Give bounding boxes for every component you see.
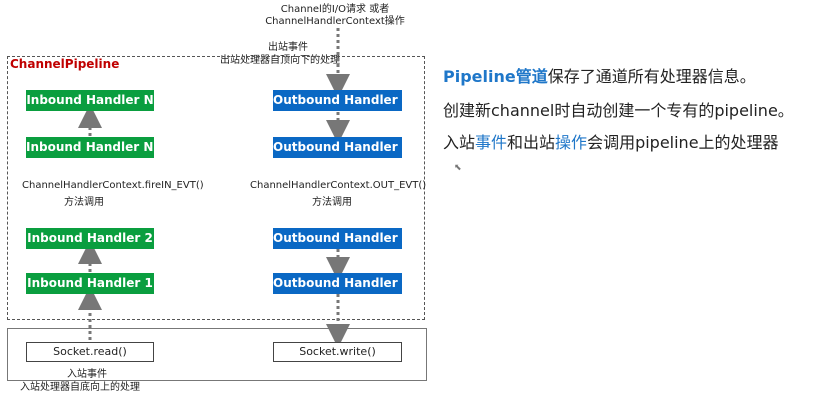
socket-read-box: Socket.read()	[26, 342, 154, 362]
description-line-3: 入站事件和出站操作会调用pipeline上的处理器	[443, 129, 779, 153]
outbound-handler-2: Outbound Handler 2	[273, 137, 410, 158]
inbound-handler-n: Inbound Handler N	[26, 90, 154, 111]
description-line-1-rest: 保存了通道所有处理器信息。	[547, 67, 756, 86]
desc3-e: 会调用pipeline上的处理器	[587, 133, 779, 152]
io-request-line1: Channel的I/O请求 或者	[280, 4, 390, 15]
socket-frame	[7, 328, 427, 381]
outbound-event-label: 出站事件	[268, 42, 308, 53]
inbound-processing-label: 入站处理器自底向上的处理	[20, 382, 140, 393]
outbound-processing-label: 出站处理器自顶向下的处理	[220, 55, 340, 66]
outbound-handler-1: Outbound Handler 1	[273, 90, 410, 111]
inbound-call-method: ChannelHandlerContext.fireIN_EVT()	[22, 180, 204, 191]
channel-pipeline-label: ChannelPipeline	[10, 57, 120, 71]
outbound-handler-n-lower: Outbound Handler N	[273, 273, 412, 294]
cursor-icon: ⬉	[454, 163, 462, 173]
description-line-1: Pipeline管道保存了通道所有处理器信息。	[443, 63, 756, 87]
outbound-handler-n-upper: Outbound Handler N	[273, 228, 412, 249]
desc3-event: 事件	[475, 133, 508, 152]
desc3-c: 和出站	[507, 133, 556, 152]
desc3-operation: 操作	[555, 133, 588, 152]
io-request-line2: ChannelHandlerContext操作	[265, 16, 405, 27]
inbound-handler-n-minus-1: Inbound Handler N-1	[26, 137, 167, 158]
inbound-call-caption: 方法调用	[64, 197, 104, 208]
desc3-a: 入站	[443, 133, 476, 152]
inbound-handler-1: Inbound Handler 1	[26, 273, 154, 294]
outbound-call-method: ChannelHandlerContext.OUT_EVT()	[250, 180, 427, 191]
socket-write-box: Socket.write()	[273, 342, 402, 362]
pipeline-term: Pipeline管道	[443, 67, 548, 86]
outbound-call-caption: 方法调用	[312, 197, 352, 208]
inbound-event-label: 入站事件	[67, 369, 107, 380]
inbound-handler-2: Inbound Handler 2	[26, 228, 154, 249]
description-line-2: 创建新channel时自动创建一个专有的pipeline。	[443, 101, 794, 120]
channel-pipeline-frame	[7, 56, 425, 320]
io-request-label: Channel的I/O请求 或者 ChannelHandlerContext操作	[250, 4, 420, 28]
